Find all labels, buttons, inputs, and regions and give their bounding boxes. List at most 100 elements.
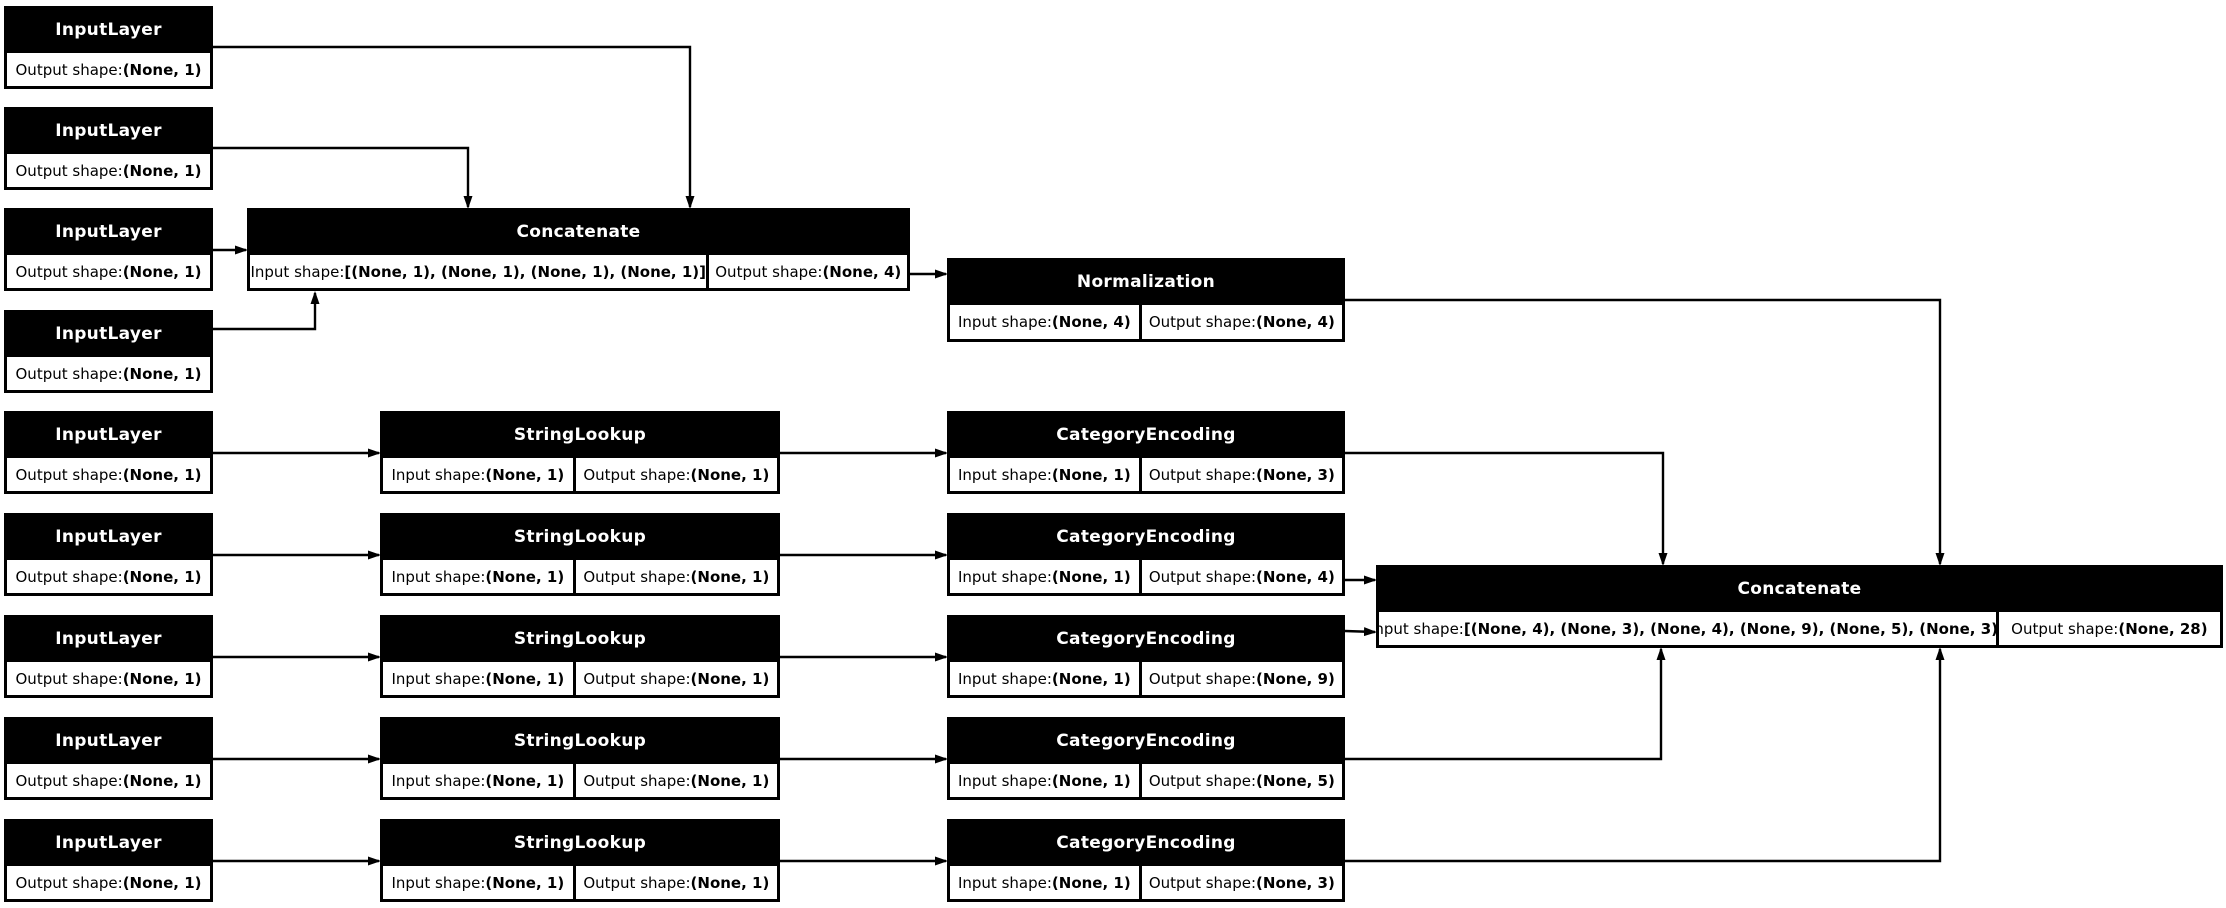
- node-body-string-lookup-5: Input shape: (None, 1)Output shape: (Non…: [383, 866, 777, 899]
- shape-value: [(None, 1), (None, 1), (None, 1), (None,…: [344, 262, 706, 281]
- shape-label: Input shape:: [391, 771, 486, 790]
- shape-value: (None, 9): [1256, 669, 1335, 688]
- node-body-string-lookup-2: Input shape: (None, 1)Output shape: (Non…: [383, 560, 777, 593]
- shape-value: (None, 1): [485, 567, 565, 586]
- shape-value: (None, 4): [1256, 567, 1335, 586]
- shape-value: (None, 1): [485, 873, 565, 892]
- shape-value: (None, 1): [122, 771, 202, 790]
- shape-label: Output shape:: [2011, 619, 2119, 638]
- node-header-string-lookup-5: StringLookup: [513, 832, 647, 853]
- shape-value: (None, 1): [122, 873, 202, 892]
- edge-categoryencoding3-to-concatenate2: [1344, 627, 1377, 637]
- shape-value: (None, 1): [1051, 567, 1131, 586]
- node-cell-string-lookup-3-1: Output shape: (None, 1): [575, 662, 777, 695]
- node-body-input-layer-5: Output shape: (None, 1): [7, 458, 210, 491]
- node-header-string-lookup-2: StringLookup: [513, 526, 647, 547]
- node-header-string-lookup-3: StringLookup: [513, 628, 647, 649]
- shape-value: (None, 1): [690, 771, 770, 790]
- shape-value: (None, 1): [1051, 873, 1131, 892]
- node-body-input-layer-4: Output shape: (None, 1): [7, 357, 210, 390]
- shape-value: (None, 1): [122, 60, 202, 79]
- shape-value: (None, 4): [822, 262, 902, 281]
- node-cell-input-layer-4-0: Output shape: (None, 1): [7, 357, 210, 390]
- node-header-category-encoding-1: CategoryEncoding: [1056, 424, 1236, 445]
- node-cell-input-layer-7-0: Output shape: (None, 1): [7, 662, 210, 695]
- node-cell-input-layer-5-0: Output shape: (None, 1): [7, 458, 210, 491]
- node-body-category-encoding-2: Input shape: (None, 1)Output shape: (Non…: [950, 560, 1342, 593]
- shape-label: Input shape:: [391, 669, 486, 688]
- shape-label: Input shape:: [391, 873, 486, 892]
- node-cell-string-lookup-1-0: Input shape: (None, 1): [383, 458, 573, 491]
- node-body-input-layer-2: Output shape: (None, 1): [7, 154, 210, 187]
- node-cell-category-encoding-3-0: Input shape: (None, 1): [950, 662, 1139, 695]
- shape-value: (None, 1): [122, 465, 202, 484]
- shape-label: Output shape:: [715, 262, 823, 281]
- node-body-input-layer-9: Output shape: (None, 1): [7, 866, 210, 899]
- shape-value: (None, 1): [122, 567, 202, 586]
- node-header-input-layer-7: InputLayer: [55, 628, 162, 649]
- shape-value: (None, 28): [2118, 619, 2208, 638]
- shape-label: Output shape:: [15, 567, 123, 586]
- shape-value: (None, 1): [122, 364, 202, 383]
- node-cell-concatenate-2-1: Output shape: (None, 28): [1998, 612, 2220, 645]
- shape-value: (None, 1): [690, 669, 770, 688]
- node-body-input-layer-8: Output shape: (None, 1): [7, 764, 210, 797]
- node-header-string-lookup-1: StringLookup: [513, 424, 647, 445]
- shape-label: Output shape:: [583, 465, 691, 484]
- shape-label: Output shape:: [1148, 567, 1257, 586]
- node-body-normalization: Input shape: (None, 4)Output shape: (Non…: [950, 305, 1342, 339]
- node-header-normalization: Normalization: [1076, 271, 1216, 292]
- node-body-category-encoding-4: Input shape: (None, 1)Output shape: (Non…: [950, 764, 1342, 797]
- shape-value: (None, 1): [1051, 669, 1131, 688]
- node-cell-category-encoding-1-0: Input shape: (None, 1): [950, 458, 1139, 491]
- node-header-input-layer-1: InputLayer: [55, 19, 162, 40]
- node-header-category-encoding-5: CategoryEncoding: [1056, 832, 1236, 853]
- shape-value: (None, 1): [1051, 465, 1131, 484]
- shape-label: Input shape:: [1379, 619, 1464, 638]
- node-body-input-layer-3: Output shape: (None, 1): [7, 255, 210, 288]
- node-cell-category-encoding-5-0: Input shape: (None, 1): [950, 866, 1139, 899]
- node-cell-string-lookup-2-1: Output shape: (None, 1): [575, 560, 777, 593]
- shape-label: Input shape:: [957, 669, 1052, 688]
- node-body-concatenate-1: Input shape: [(None, 1), (None, 1), (Non…: [250, 255, 907, 288]
- edge-input4-to-concatenate1: [213, 291, 320, 331]
- node-body-input-layer-1: Output shape: (None, 1): [7, 53, 210, 86]
- node-body-category-encoding-3: Input shape: (None, 1)Output shape: (Non…: [950, 662, 1342, 695]
- node-header-input-layer-4: InputLayer: [55, 323, 162, 344]
- node-cell-category-encoding-4-0: Input shape: (None, 1): [950, 764, 1139, 797]
- shape-label: Output shape:: [15, 161, 123, 180]
- edge-categoryencoding1-to-concatenate2: [1345, 451, 1668, 566]
- node-header-category-encoding-2: CategoryEncoding: [1056, 526, 1236, 547]
- shape-value: (None, 1): [485, 669, 565, 688]
- shape-label: Input shape:: [957, 771, 1052, 790]
- node-body-string-lookup-1: Input shape: (None, 1)Output shape: (Non…: [383, 458, 777, 491]
- shape-value: (None, 1): [122, 669, 202, 688]
- shape-value: (None, 1): [690, 873, 770, 892]
- node-cell-category-encoding-5-1: Output shape: (None, 3): [1141, 866, 1342, 899]
- shape-label: Output shape:: [583, 669, 691, 688]
- shape-label: Output shape:: [1148, 873, 1257, 892]
- edge-normalization-to-concatenate2: [1345, 298, 1945, 566]
- node-body-string-lookup-4: Input shape: (None, 1)Output shape: (Non…: [383, 764, 777, 797]
- node-cell-normalization-0: Input shape: (None, 4): [950, 305, 1139, 339]
- node-header-category-encoding-4: CategoryEncoding: [1056, 730, 1236, 751]
- node-header-input-layer-9: InputLayer: [55, 832, 162, 853]
- node-cell-string-lookup-5-0: Input shape: (None, 1): [383, 866, 573, 899]
- node-cell-string-lookup-3-0: Input shape: (None, 1): [383, 662, 573, 695]
- shape-value: (None, 1): [690, 465, 770, 484]
- node-cell-string-lookup-1-1: Output shape: (None, 1): [575, 458, 777, 491]
- shape-value: (None, 1): [1051, 771, 1131, 790]
- shape-value: (None, 3): [1256, 873, 1335, 892]
